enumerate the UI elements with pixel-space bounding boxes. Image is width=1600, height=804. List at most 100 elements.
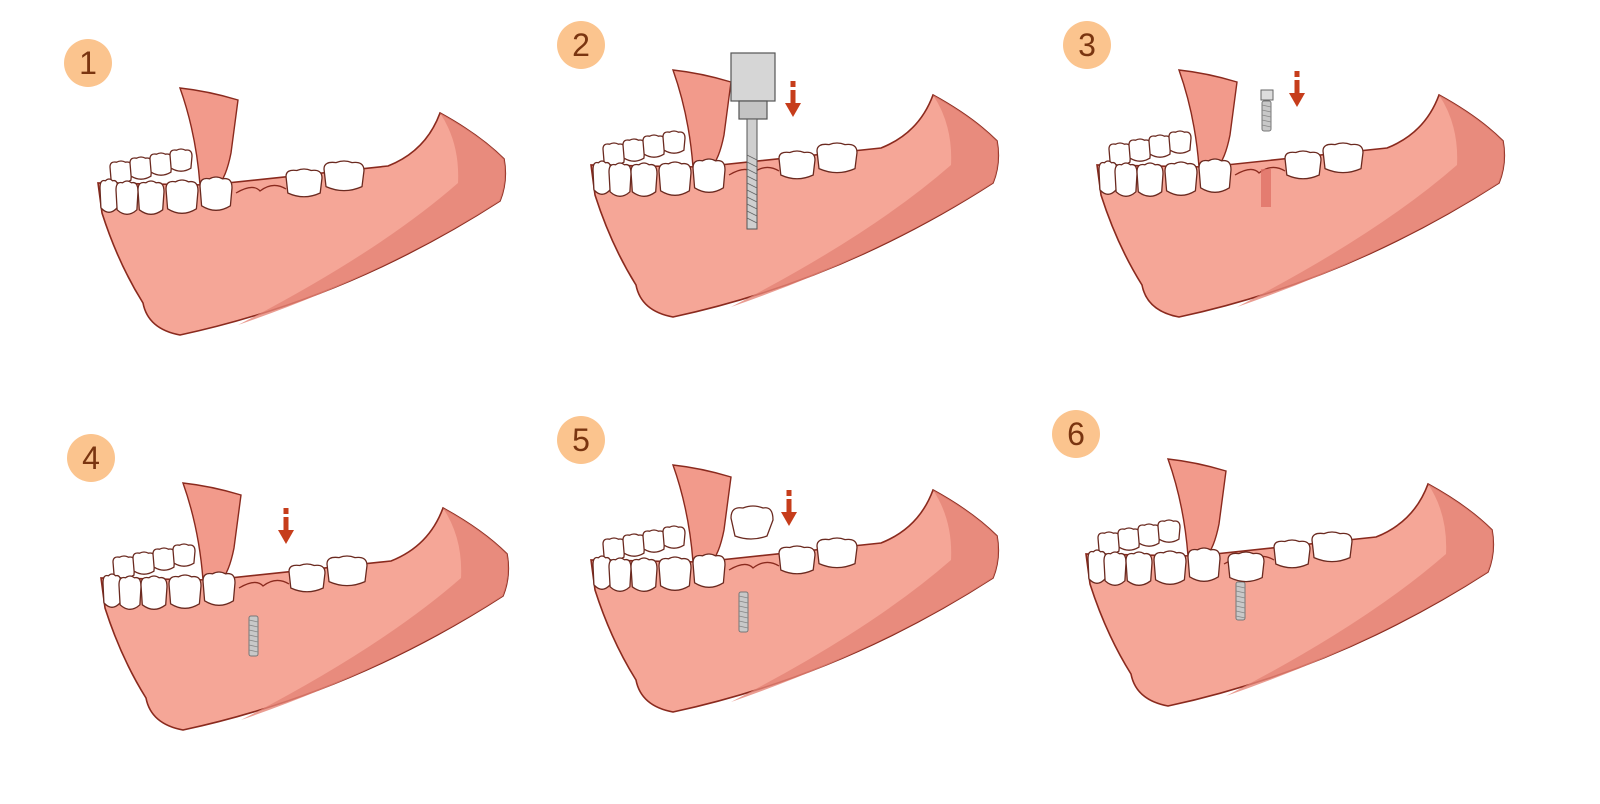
tooth	[1198, 158, 1232, 193]
tooth	[109, 160, 133, 184]
panel-step-6: 6	[1052, 410, 1556, 764]
arrow-dash	[283, 508, 289, 514]
tooth	[1311, 531, 1353, 563]
tooth	[1284, 150, 1322, 180]
tongue-flap	[181, 482, 242, 581]
drill-flute	[746, 168, 758, 175]
down-arrow-icon	[278, 508, 294, 544]
down-arrow-icon	[785, 81, 801, 117]
tooth	[1097, 531, 1121, 555]
tooth	[1148, 134, 1172, 158]
tooth	[202, 571, 236, 606]
implant-thread	[738, 620, 749, 624]
arrow-dash	[1294, 71, 1300, 77]
tooth	[692, 158, 726, 193]
tongue-flap	[178, 87, 239, 186]
jaw-illustration	[1085, 458, 1495, 707]
drill-flute	[746, 182, 758, 189]
mandible-shade	[238, 113, 506, 325]
arrow-shaft	[786, 499, 792, 515]
tooth	[169, 148, 193, 172]
tooth	[285, 168, 323, 198]
tongue-flap	[1166, 458, 1227, 557]
tooth	[1136, 162, 1164, 197]
tooth	[323, 160, 365, 192]
tongue-flap	[671, 464, 732, 563]
implant-thread	[738, 600, 749, 604]
drill-icon	[730, 52, 776, 230]
tooth	[1187, 547, 1221, 582]
tooth	[602, 537, 626, 561]
tooth	[326, 555, 368, 587]
tooth	[816, 537, 858, 569]
tooth	[622, 138, 646, 162]
tongue-flap	[671, 69, 732, 168]
tooth	[99, 178, 119, 213]
arrow-shaft	[790, 90, 796, 106]
step-number-badge: 4	[67, 434, 115, 482]
arrow-head	[1289, 93, 1305, 107]
mandible-shade	[731, 490, 999, 702]
tooth	[1128, 138, 1152, 162]
tooth	[1168, 130, 1192, 154]
implant-screw	[1235, 581, 1246, 621]
implant-thread	[738, 610, 749, 614]
tooth	[168, 574, 202, 609]
tooth	[132, 551, 156, 575]
drill-flute	[746, 203, 758, 210]
tooth	[1125, 551, 1153, 586]
implant-thread	[248, 649, 259, 653]
implant-thread	[738, 605, 749, 609]
extraction-site	[1234, 166, 1286, 176]
implant-thread	[248, 634, 259, 638]
tooth	[137, 180, 165, 215]
tooth	[129, 156, 153, 180]
panel-step-5: 5	[557, 416, 1061, 770]
panel-step-2: 2	[557, 21, 1061, 375]
arrow-head	[781, 512, 797, 526]
step-number-badge: 6	[1052, 410, 1100, 458]
implant-thread	[248, 644, 259, 648]
tooth	[662, 525, 686, 549]
extraction-site	[235, 184, 287, 194]
implant-thread	[1235, 600, 1246, 604]
arrow-dash	[786, 490, 792, 496]
arrow-shaft	[283, 517, 289, 533]
implant-screw-icon	[1261, 100, 1272, 132]
implant-screw	[248, 615, 259, 657]
implant-thread	[1235, 615, 1246, 619]
drill-flute	[746, 210, 758, 217]
implant-thread	[248, 639, 259, 643]
tooth	[608, 162, 632, 197]
implant-thread	[1235, 595, 1246, 599]
tooth	[1164, 161, 1198, 196]
tongue-flap	[1177, 69, 1238, 168]
tooth	[102, 573, 122, 608]
implant-abutment	[1260, 89, 1274, 101]
drill-flute	[746, 196, 758, 203]
panel-step-4: 4	[67, 434, 571, 788]
tooth	[642, 134, 666, 158]
mandible-shade	[1237, 95, 1505, 307]
mandible-shade	[731, 95, 999, 307]
implant-thread	[738, 595, 749, 599]
tooth	[1137, 523, 1161, 547]
down-arrow-icon	[1289, 71, 1305, 107]
tooth	[1322, 142, 1364, 174]
drill-flute	[746, 161, 758, 168]
tooth	[816, 142, 858, 174]
drill-bit	[746, 118, 758, 230]
tooth	[1108, 142, 1132, 166]
jaw-illustration	[97, 87, 507, 336]
jaw-illustration	[590, 52, 1000, 318]
down-arrow-icon	[781, 490, 797, 526]
tooth	[1103, 551, 1127, 586]
tooth	[1114, 162, 1138, 197]
tooth	[778, 150, 816, 180]
implant-thread	[1261, 104, 1272, 108]
tooth	[630, 162, 658, 197]
step-number-badge: 2	[557, 21, 605, 69]
tooth	[112, 555, 136, 579]
tooth	[658, 161, 692, 196]
implant-thread	[1235, 585, 1246, 589]
